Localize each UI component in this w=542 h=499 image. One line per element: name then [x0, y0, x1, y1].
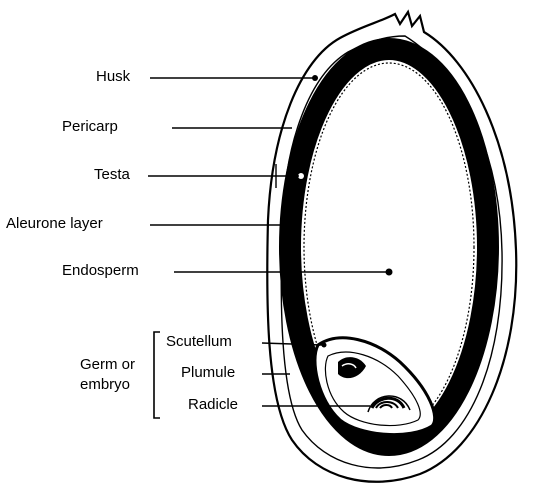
endosperm-marker	[385, 268, 393, 276]
label-testa: Testa	[94, 166, 130, 183]
label-husk: Husk	[96, 68, 131, 85]
label-plumule: Plumule	[181, 364, 236, 381]
testa-marker	[298, 173, 304, 179]
husk-inner-line	[280, 35, 503, 469]
scutellum-marker	[321, 342, 327, 348]
label-aleurone: Aleurone layer	[6, 215, 103, 232]
label-germ-line1: Germ or	[80, 356, 136, 373]
label-germ-line2: embryo	[80, 376, 131, 393]
embryo-inner	[324, 351, 421, 427]
label-pericarp: Pericarp	[62, 118, 118, 135]
germ-bracket	[153, 331, 160, 419]
aleurone-ring	[303, 62, 475, 432]
plumule-shape	[338, 357, 366, 379]
husk-outline	[266, 9, 518, 483]
label-scutellum: Scutellum	[166, 333, 232, 350]
plumule-detail	[341, 363, 357, 369]
leader-lines	[148, 77, 386, 407]
label-endosperm: Endosperm	[62, 262, 139, 279]
pericarp-ring	[279, 38, 499, 456]
husk-marker	[312, 75, 318, 81]
label-radicle: Radicle	[188, 396, 239, 413]
radicle-shape	[367, 395, 411, 413]
